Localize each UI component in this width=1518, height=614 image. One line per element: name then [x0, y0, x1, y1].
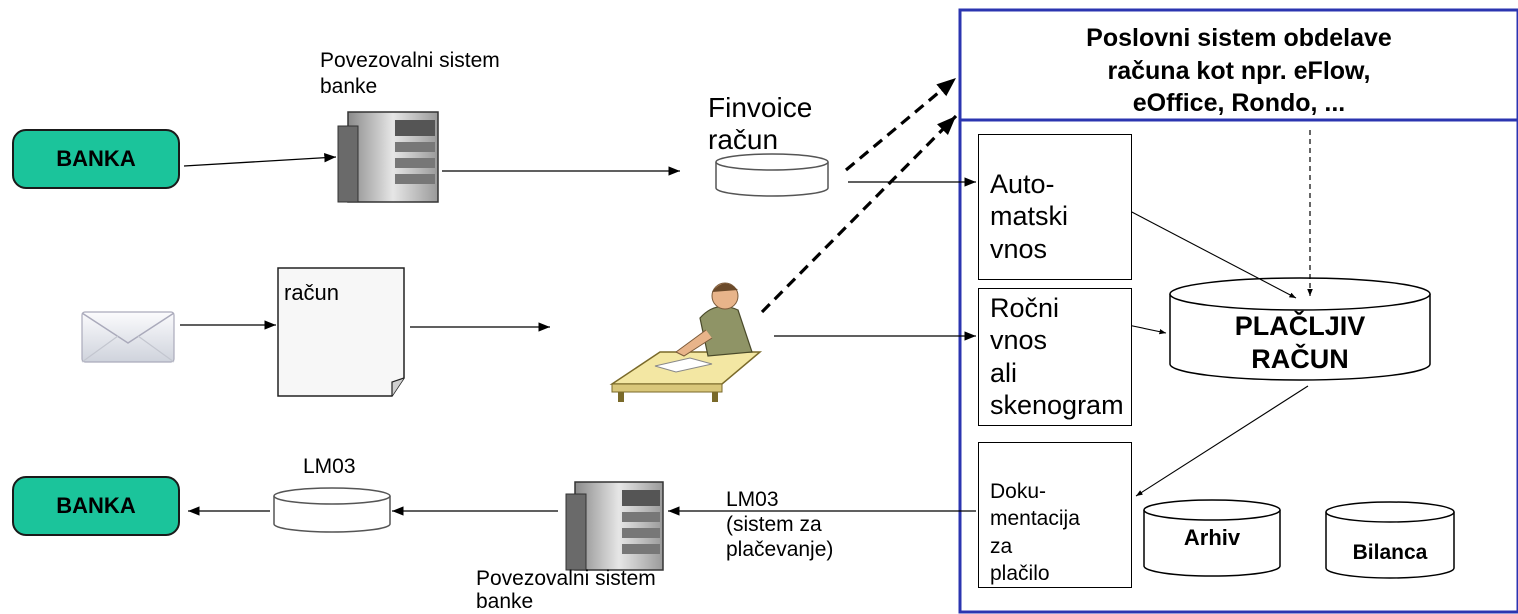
dashed-arrow-finvoice-to-business — [844, 76, 958, 172]
balance-cylinder-icon — [1325, 501, 1455, 579]
lm03-arrow-label: LM03 (sistem za plačevanje) — [726, 488, 834, 561]
payable-invoice-cylinder-icon — [1169, 277, 1431, 381]
paper-label: račun — [284, 280, 340, 305]
archive-label: Arhiv — [1183, 525, 1241, 550]
business-system-title: Poslovni sistem obdelave računa kot npr.… — [1086, 24, 1392, 117]
manual-entry-label: Ročni vnos ali skenogram — [990, 293, 1124, 421]
clerk-at-desk-icon — [609, 282, 763, 402]
lm03-label: LM03 — [303, 455, 356, 478]
envelope-icon — [81, 311, 175, 363]
server-bottom-icon — [565, 481, 664, 571]
bank-top: BANKA — [12, 129, 180, 189]
lm03-cylinder-icon — [273, 487, 391, 533]
arrow-manual-to-payable — [1127, 324, 1167, 335]
bank-bottom: BANKA — [12, 476, 180, 536]
paper-invoice-icon — [277, 267, 405, 397]
payment-docs-label: Doku- mentacija za plačilo — [990, 480, 1080, 585]
manual-entry-box — [978, 288, 1132, 426]
balance-label: Bilanca — [1352, 541, 1428, 564]
server-bottom-label: Povezovalni sistem banke — [476, 567, 656, 614]
business-system-container — [958, 8, 1518, 614]
payment-docs-box — [978, 442, 1132, 588]
payable-invoice-label: PLAČLJIV RAČUN — [1234, 311, 1366, 374]
archive-cylinder-icon — [1143, 499, 1281, 577]
arrow-auto-to-payable — [1127, 209, 1297, 299]
auto-entry-box — [978, 134, 1132, 280]
arrow-payable-to-docs — [1135, 385, 1309, 497]
server-top-label: Povezovalni sistem banke — [320, 49, 500, 99]
finvoice-cylinder-icon — [715, 153, 829, 197]
server-top-icon — [337, 111, 439, 203]
arrow-bank-to-server — [183, 153, 337, 167]
finvoice-label: Finvoice račun — [708, 92, 813, 156]
auto-entry-label: Auto- matski vnos — [990, 169, 1069, 264]
dashed-arrow-clerk-to-business — [760, 114, 958, 314]
